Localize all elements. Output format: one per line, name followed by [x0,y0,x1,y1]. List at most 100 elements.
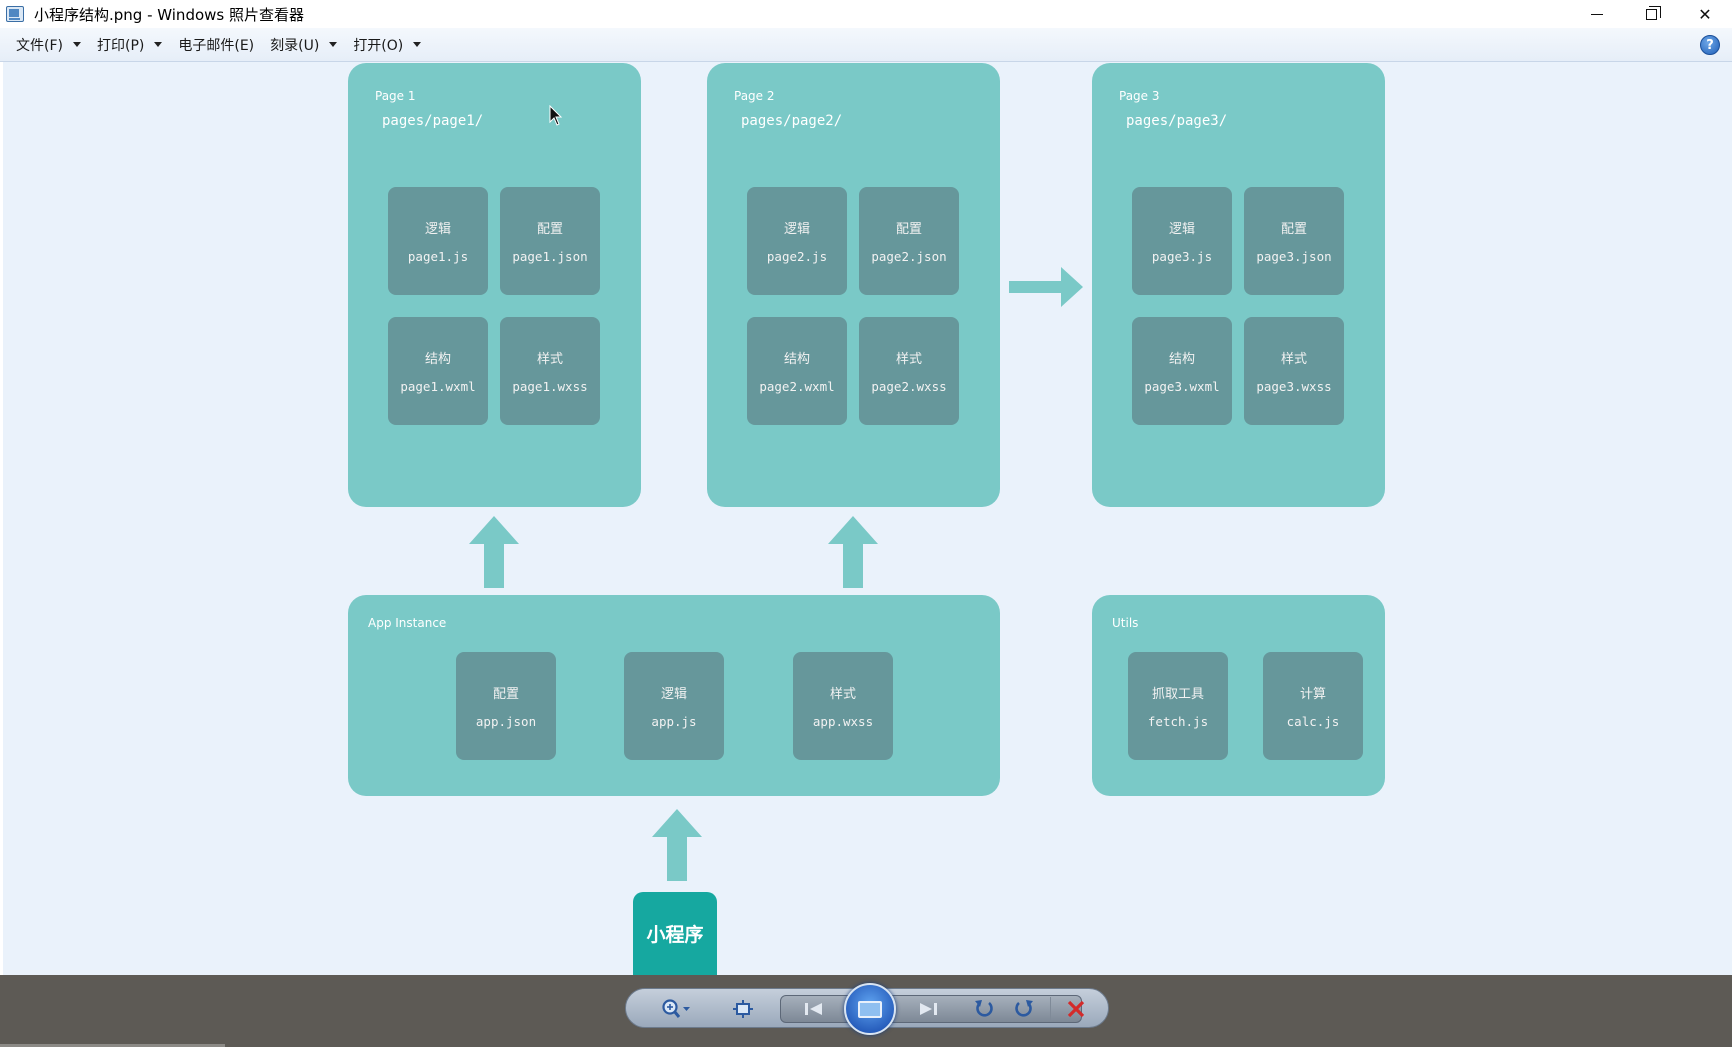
page3-path: pages/page3/ [1126,113,1228,129]
arrow-right-icon [1009,267,1083,307]
tile-filename: app.js [651,714,697,729]
restore-icon [1645,5,1661,20]
actual-size-icon [733,1000,753,1018]
tile-filename: fetch.js [1147,714,1209,729]
tile-category: 配置 [536,222,563,237]
page1-label: Page 1 [375,89,416,103]
next-button[interactable] [900,995,956,1023]
actual-size-button[interactable] [726,995,760,1023]
utils-tile-calc: 计算 calc.js [1263,652,1363,760]
delete-button[interactable] [1060,995,1092,1023]
tile-filename: page2.wxml [759,379,835,394]
page2-path: pages/page2/ [741,113,843,129]
tile-filename: page2.wxss [871,379,947,394]
tile-filename: page1.json [512,249,588,264]
menu-email[interactable]: 电子邮件(E) [170,32,262,58]
viewer-control-bar [0,975,1732,1047]
tile-filename: page2.js [766,249,828,264]
photo-viewer-app-icon[interactable] [6,6,24,22]
tile-category: 配置 [492,687,519,702]
tile-category: 结构 [424,352,451,367]
menu-file[interactable]: 文件(F) [8,32,89,58]
tile-category: 配置 [1280,222,1307,237]
page3-tile-json: 配置 page3.json [1244,187,1344,295]
tile-filename: page3.json [1256,249,1332,264]
tile-category: 样式 [895,352,922,367]
slideshow-icon [858,1000,882,1018]
close-button[interactable]: ✕ [1678,0,1732,28]
restore-button[interactable] [1624,0,1678,28]
chevron-down-icon [72,42,81,47]
miniprogram-entry-box: 小程序 [633,892,717,975]
rotate-counterclockwise-button[interactable] [968,995,1000,1023]
menu-file-label: 文件(F) [16,37,63,54]
menu-bar: 文件(F) 打印(P) 电子邮件(E) 刻录(U) 打开(O) [0,28,1732,62]
tile-filename: app.wxss [812,714,874,729]
taskbar-indicator [0,1044,225,1047]
minimize-button[interactable] [1570,0,1624,28]
page1-tile-json: 配置 page1.json [500,187,600,295]
chevron-down-icon [154,42,163,47]
tile-category: 结构 [783,352,810,367]
help-icon[interactable]: ? [1700,35,1720,55]
page3-label: Page 3 [1119,89,1160,103]
tile-category: 抓取工具 [1151,687,1204,702]
tile-category: 样式 [1280,352,1307,367]
arrow-up-icon [828,516,878,588]
page2-label: Page 2 [734,89,775,103]
slideshow-button[interactable] [844,983,896,1035]
tile-filename: calc.js [1286,714,1340,729]
zoom-button[interactable] [654,995,698,1023]
menu-print[interactable]: 打印(P) [89,32,170,58]
mouse-cursor-icon [549,105,563,126]
next-icon [920,1003,937,1015]
tile-filename: page2.json [871,249,947,264]
menu-burn[interactable]: 刻录(U) [262,32,345,58]
menu-burn-label: 刻录(U) [270,37,320,54]
previous-button[interactable] [786,995,842,1023]
rotate-clockwise-button[interactable] [1008,995,1040,1023]
tile-category: 样式 [536,352,563,367]
rotate-clockwise-icon [1015,1000,1033,1017]
close-icon: ✕ [1698,4,1712,24]
chevron-down-icon [413,42,422,47]
delete-icon [1067,1000,1085,1018]
tile-filename: page1.js [407,249,469,264]
menu-email-label: 电子邮件(E) [178,37,255,54]
previous-icon [805,1003,822,1015]
tile-category: 逻辑 [660,687,687,702]
tile-category: 样式 [829,687,856,702]
tile-category: 计算 [1299,687,1326,702]
magnifier-icon [662,999,690,1018]
menu-print-label: 打印(P) [96,37,145,54]
window-controls: ✕ [1570,0,1732,28]
rotate-counterclockwise-icon [975,1000,993,1017]
tile-filename: page3.js [1151,249,1213,264]
control-pill [625,983,1109,1035]
app-tile-wxss: 样式 app.wxss [793,652,893,760]
chevron-down-icon [329,42,338,47]
title-bar: 小程序结构.png - Windows 照片查看器 ✕ [0,0,1732,28]
page2-tile-wxml: 结构 page2.wxml [747,317,847,425]
page2-tile-wxss: 样式 page2.wxss [859,317,959,425]
menu-open[interactable]: 打开(O) [345,32,429,58]
app-tile-js: 逻辑 app.js [624,652,724,760]
minimize-icon [1591,13,1603,15]
tile-filename: page3.wxml [1144,379,1220,394]
arrow-up-icon [469,516,519,588]
page1-path: pages/page1/ [382,113,484,129]
